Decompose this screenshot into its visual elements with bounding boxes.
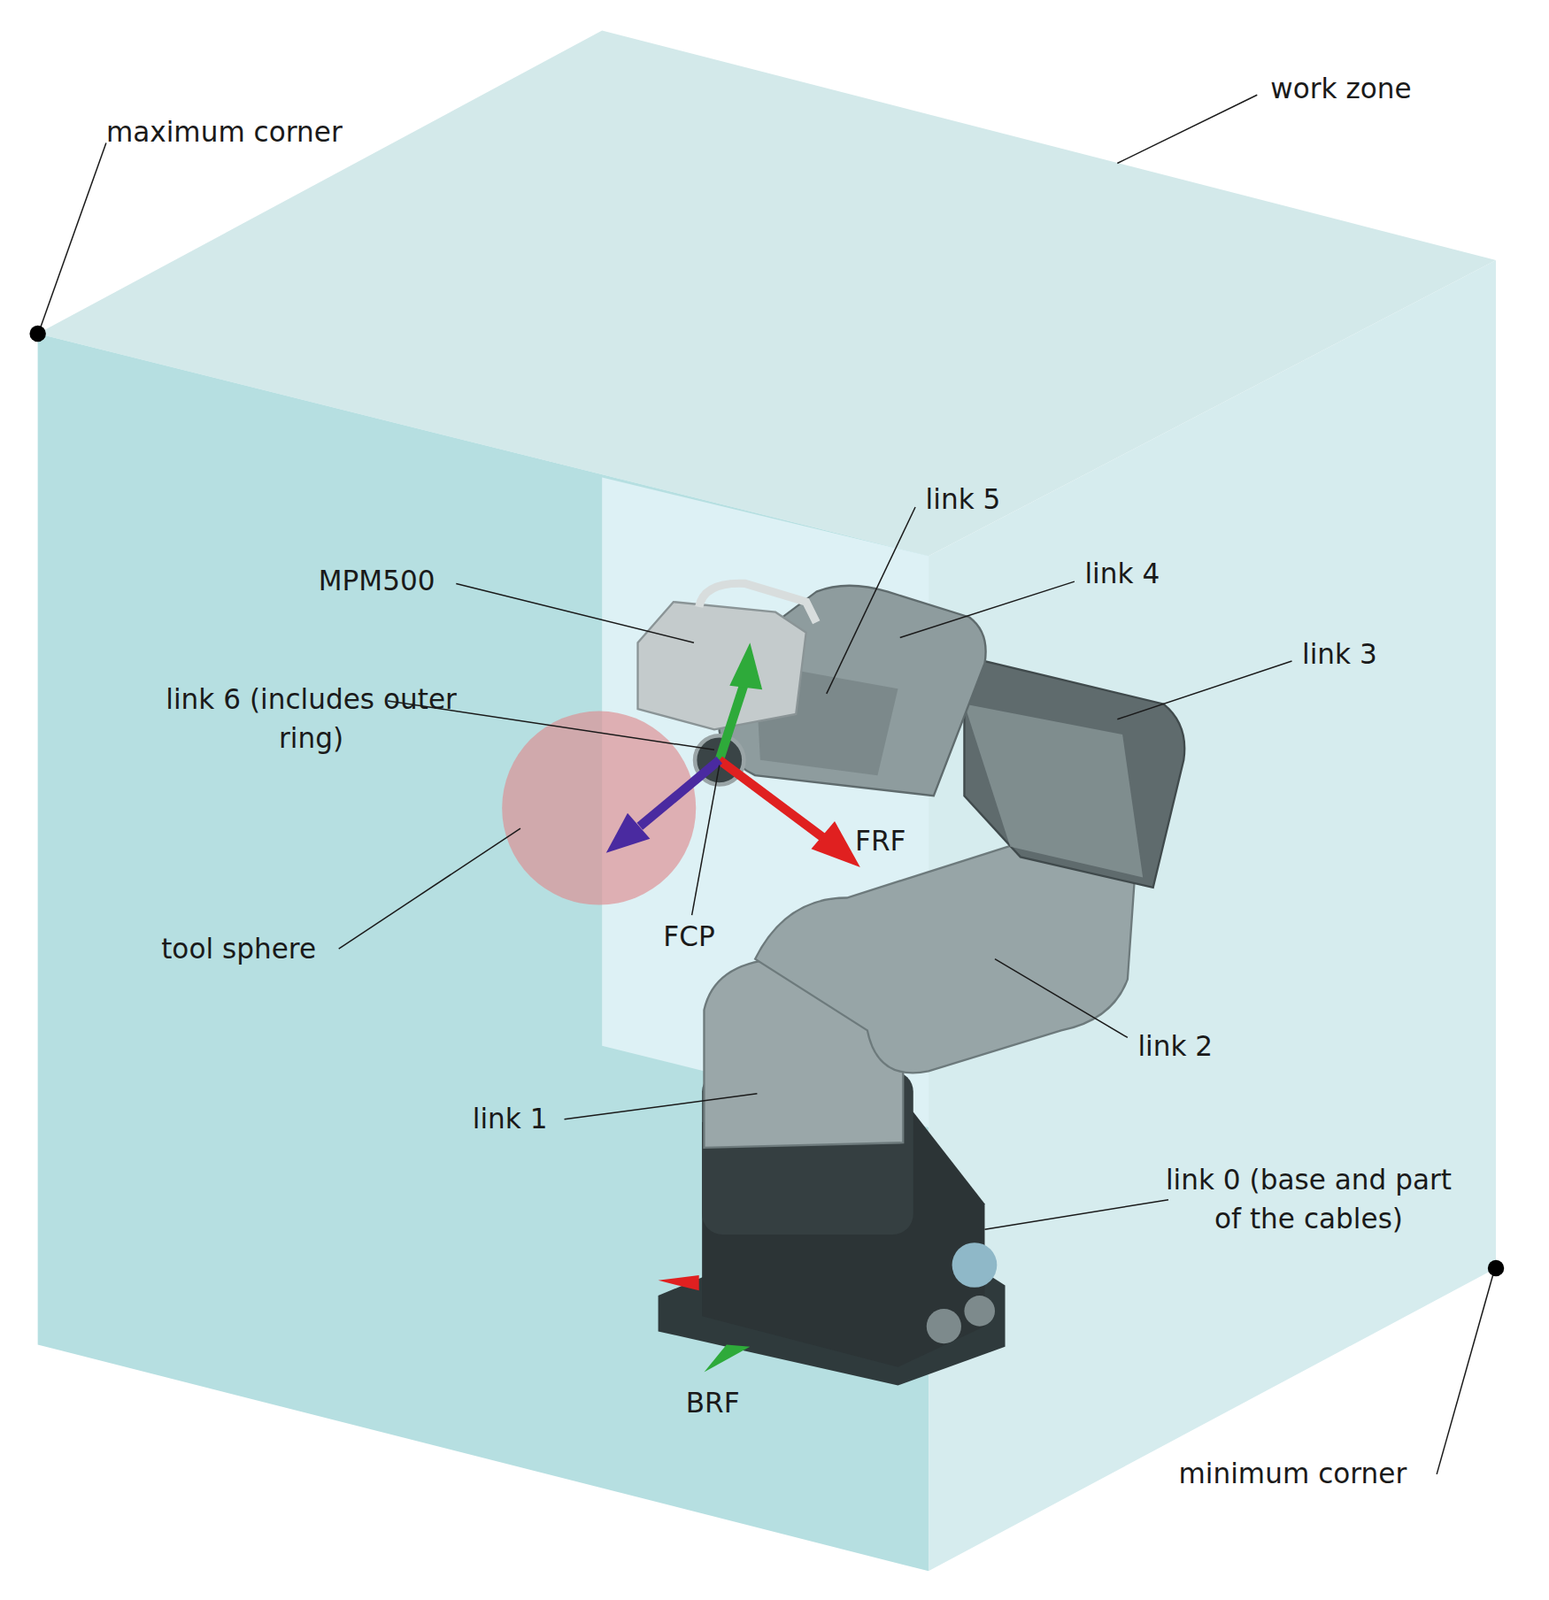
frame-label: BRF [685,1383,740,1423]
frf-x-axis [719,760,825,840]
frf-z-axis [719,681,746,761]
corner-dot [29,325,46,342]
connector [952,1242,998,1288]
leader-line [339,828,521,949]
brf-y-arrow [703,1344,750,1372]
leader-line [1117,94,1257,163]
leader-line [984,1200,1169,1230]
leader-line [564,1094,758,1120]
leader-line [900,581,1075,638]
leader-line [994,959,1128,1039]
part-label: link 5 [925,480,1002,520]
link-3-face [963,703,1143,878]
leader-line [40,142,107,327]
connector [926,1309,962,1344]
part-label: link 6 (includes outer ring) [153,680,470,759]
leader-line [826,507,916,694]
part-label: link 1 [472,1100,548,1140]
frame-label: FRF [855,822,906,862]
brf-x-arrow [658,1275,700,1291]
part-label: link 3 [1302,635,1378,675]
part-label: link 2 [1137,1027,1213,1067]
part-label: tool sphere [161,929,316,969]
leader-lines [40,94,1493,1475]
frf-z-head [729,642,763,690]
part-label: link 4 [1084,554,1160,594]
link-3 [963,661,1185,888]
zone-label: work zone [1270,69,1411,108]
leader-line [455,583,694,643]
part-label: link 0 (base and part of the cables) [1163,1161,1455,1240]
point-label: FCP [662,917,715,956]
part-label: MPM500 [318,562,436,602]
leader-line [1436,1275,1493,1475]
corner-label: maximum corner [106,113,343,153]
mpm500 [638,601,807,730]
frf-y-head [606,813,651,854]
corner-dot [1487,1260,1504,1277]
leader-line [1117,661,1292,720]
connector [963,1295,995,1327]
tube [699,583,817,623]
leader-line [692,765,720,916]
frf-x-head [810,821,860,868]
frf-y-axis [639,760,720,827]
corner-label: minimum corner [1179,1455,1408,1495]
